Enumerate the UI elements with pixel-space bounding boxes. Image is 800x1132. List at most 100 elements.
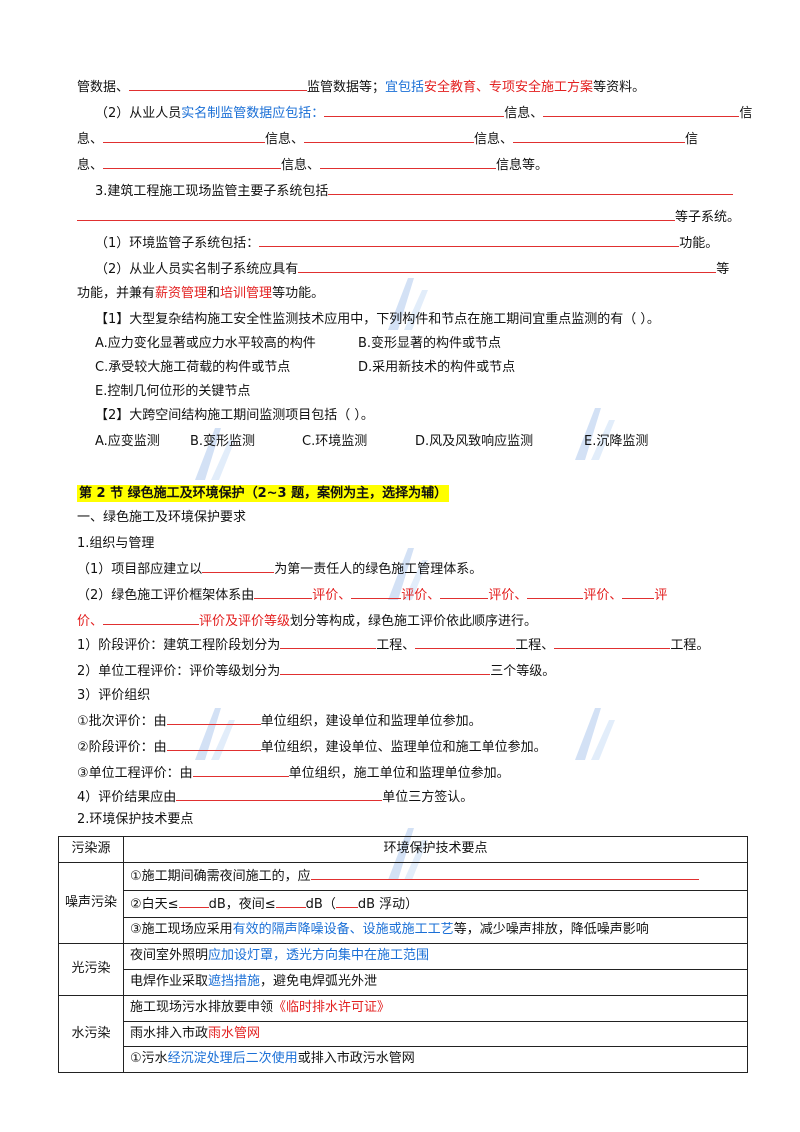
option-e[interactable]: E.控制几何位形的关键节点 xyxy=(95,384,251,399)
fill-blank[interactable] xyxy=(298,258,717,273)
option-a[interactable]: A.应力变化显著或应力水平较高的构件 xyxy=(95,336,316,351)
red-text: 评价、 xyxy=(401,588,441,603)
text-line: （1）环境监管子系统包括： 功能。 xyxy=(95,232,775,255)
table-row: 电焊作业采取遮挡措施，避免电焊弧光外泄 xyxy=(59,968,748,996)
text: 施工现场污水排放要申领 xyxy=(130,999,274,1015)
text: 1）阶段评价：建筑工程阶段划分为 xyxy=(77,638,281,653)
text: 信息等。 xyxy=(496,158,549,173)
question-2: 【2】大跨空间结构施工期间监测项目包括（ ）。 xyxy=(95,408,374,423)
text: 信 xyxy=(685,132,699,147)
text-line: （2）绿色施工评价框架体系由评价、评价、评价、评价、评 xyxy=(77,584,757,607)
red-text: 评 xyxy=(654,588,668,603)
fill-blank[interactable] xyxy=(178,893,209,908)
text: （1）环境监管子系统包括： xyxy=(95,236,260,251)
table-row: 光污染 夜间室外照明应加设灯罩，透光方向集中在施工范围 xyxy=(57,943,748,996)
fill-blank[interactable] xyxy=(103,128,266,143)
pollution-source-cell: 水污染 xyxy=(57,994,125,1074)
fill-blank[interactable] xyxy=(166,736,261,751)
text: 等子系统。 xyxy=(675,210,741,225)
fill-blank[interactable] xyxy=(324,102,505,117)
text: 信息、 xyxy=(281,158,321,173)
pollution-source-cell: 光污染 xyxy=(57,943,125,996)
option-b[interactable]: B.变形监测 xyxy=(190,434,256,449)
text: ①污水 xyxy=(130,1051,168,1067)
text-line: 功能，并兼有薪资管理和培训管理等功能。 xyxy=(77,284,757,305)
text: 为第一责任人的绿色施工管理体系。 xyxy=(274,562,483,577)
fill-blank[interactable] xyxy=(280,660,491,675)
fill-blank[interactable] xyxy=(440,584,489,599)
fill-blank[interactable] xyxy=(335,893,358,908)
fill-blank[interactable] xyxy=(415,634,516,649)
text: 等功能。 xyxy=(272,286,325,301)
fill-blank[interactable] xyxy=(254,584,313,599)
text: dB（ xyxy=(305,896,336,912)
option-b[interactable]: B.变形显著的构件或节点 xyxy=(358,336,502,351)
fill-blank[interactable] xyxy=(202,558,275,573)
option-c[interactable]: C.承受较大施工荷载的构件或节点 xyxy=(95,360,291,375)
text: 等 xyxy=(716,262,730,277)
text-line: 管数据、监管数据等；宜包括安全教育、专项安全施工方案等资料。 xyxy=(77,76,757,99)
environmental-protection-table: 污染源 环境保护技术要点 噪声污染 ①施工期间确需夜间施工的，应 ②白天≤dB，… xyxy=(57,836,748,1074)
fill-blank[interactable] xyxy=(543,102,740,117)
option-c[interactable]: C.环境监测 xyxy=(302,434,368,449)
red-text: 安全教育、专项安全施工方案 xyxy=(424,80,594,95)
fill-blank[interactable] xyxy=(622,584,655,599)
watermark-logo-icon xyxy=(388,548,428,600)
fill-blank[interactable] xyxy=(527,584,584,599)
heading: 一、绿色施工及环境保护要求 xyxy=(77,510,247,525)
fill-blank[interactable] xyxy=(103,610,200,625)
fill-blank[interactable] xyxy=(166,710,261,725)
fill-blank[interactable] xyxy=(304,128,475,143)
option-d[interactable]: D.采用新技术的构件或节点 xyxy=(358,360,516,375)
text: 信息、 xyxy=(504,106,544,121)
text: （2）从业人员实名制子系统应具有 xyxy=(95,262,299,277)
text: 2）单位工程评价：评价等级划分为 xyxy=(77,664,281,679)
text-line: 等子系统。 xyxy=(77,206,757,229)
text: dB 浮动） xyxy=(357,896,419,912)
option-e[interactable]: E.沉降监测 xyxy=(584,434,649,449)
red-text: 《临时排水许可证》 xyxy=(273,999,391,1015)
text: ①施工期间确需夜间施工的，应 xyxy=(130,868,311,884)
fill-blank[interactable] xyxy=(176,786,383,801)
text: dB，夜间≤ xyxy=(208,896,276,912)
text: 单位组织，施工单位和监理单位参加。 xyxy=(288,766,510,781)
watermark-logo-icon xyxy=(575,708,615,760)
text: ，避免电焊弧光外泄 xyxy=(260,973,378,989)
pollution-source-cell: 噪声污染 xyxy=(57,861,125,945)
text: 单位组织，建设单位和监理单位参加。 xyxy=(260,714,482,729)
red-text: 评价、 xyxy=(488,588,528,603)
table-row: 水污染 施工现场污水排放要申领《临时排水许可证》 xyxy=(57,994,748,1074)
fill-blank[interactable] xyxy=(351,584,402,599)
text: 功能。 xyxy=(679,236,719,251)
text: 4）评价结果应由 xyxy=(77,790,177,805)
text-line: 价、评价及评价等级划分等构成，绿色施工评价依此顺序进行。 xyxy=(77,610,757,633)
text: 工程、 xyxy=(376,638,416,653)
fill-blank[interactable] xyxy=(554,634,671,649)
text: （2）绿色施工评价框架体系由 xyxy=(77,588,255,603)
red-text: 雨水管网 xyxy=(208,1025,261,1041)
fill-blank[interactable] xyxy=(310,865,699,880)
fill-blank[interactable] xyxy=(320,154,497,169)
text-line: （2）从业人员实名制监管数据应包括：信息、信 xyxy=(95,102,775,125)
table-cell: ③施工现场应采用有效的隔声降噪设备、设施或施工工艺等，减少噪声排放，降低噪声影响 xyxy=(123,917,748,945)
text: ②阶段评价：由 xyxy=(77,740,167,755)
text: 夜间室外照明 xyxy=(130,948,209,964)
blue-text: 宜包括 xyxy=(385,80,425,95)
blue-text: 实名制监管数据应包括： xyxy=(181,106,325,121)
option-d[interactable]: D.风及风致响应监测 xyxy=(415,434,534,449)
text: 三个等级。 xyxy=(490,664,556,679)
fill-blank[interactable] xyxy=(328,180,734,195)
fill-blank[interactable] xyxy=(129,76,308,91)
fill-blank[interactable] xyxy=(280,634,377,649)
fill-blank[interactable] xyxy=(77,206,675,221)
fill-blank[interactable] xyxy=(275,893,306,908)
fill-blank[interactable] xyxy=(192,762,289,777)
text: 信 xyxy=(739,106,753,121)
red-text: 评价、 xyxy=(583,588,623,603)
fill-blank[interactable] xyxy=(103,154,282,169)
fill-blank[interactable] xyxy=(513,128,686,143)
fill-blank[interactable] xyxy=(259,232,680,247)
watermark-logo-icon xyxy=(575,408,615,460)
option-a[interactable]: A.应变监测 xyxy=(95,434,160,449)
